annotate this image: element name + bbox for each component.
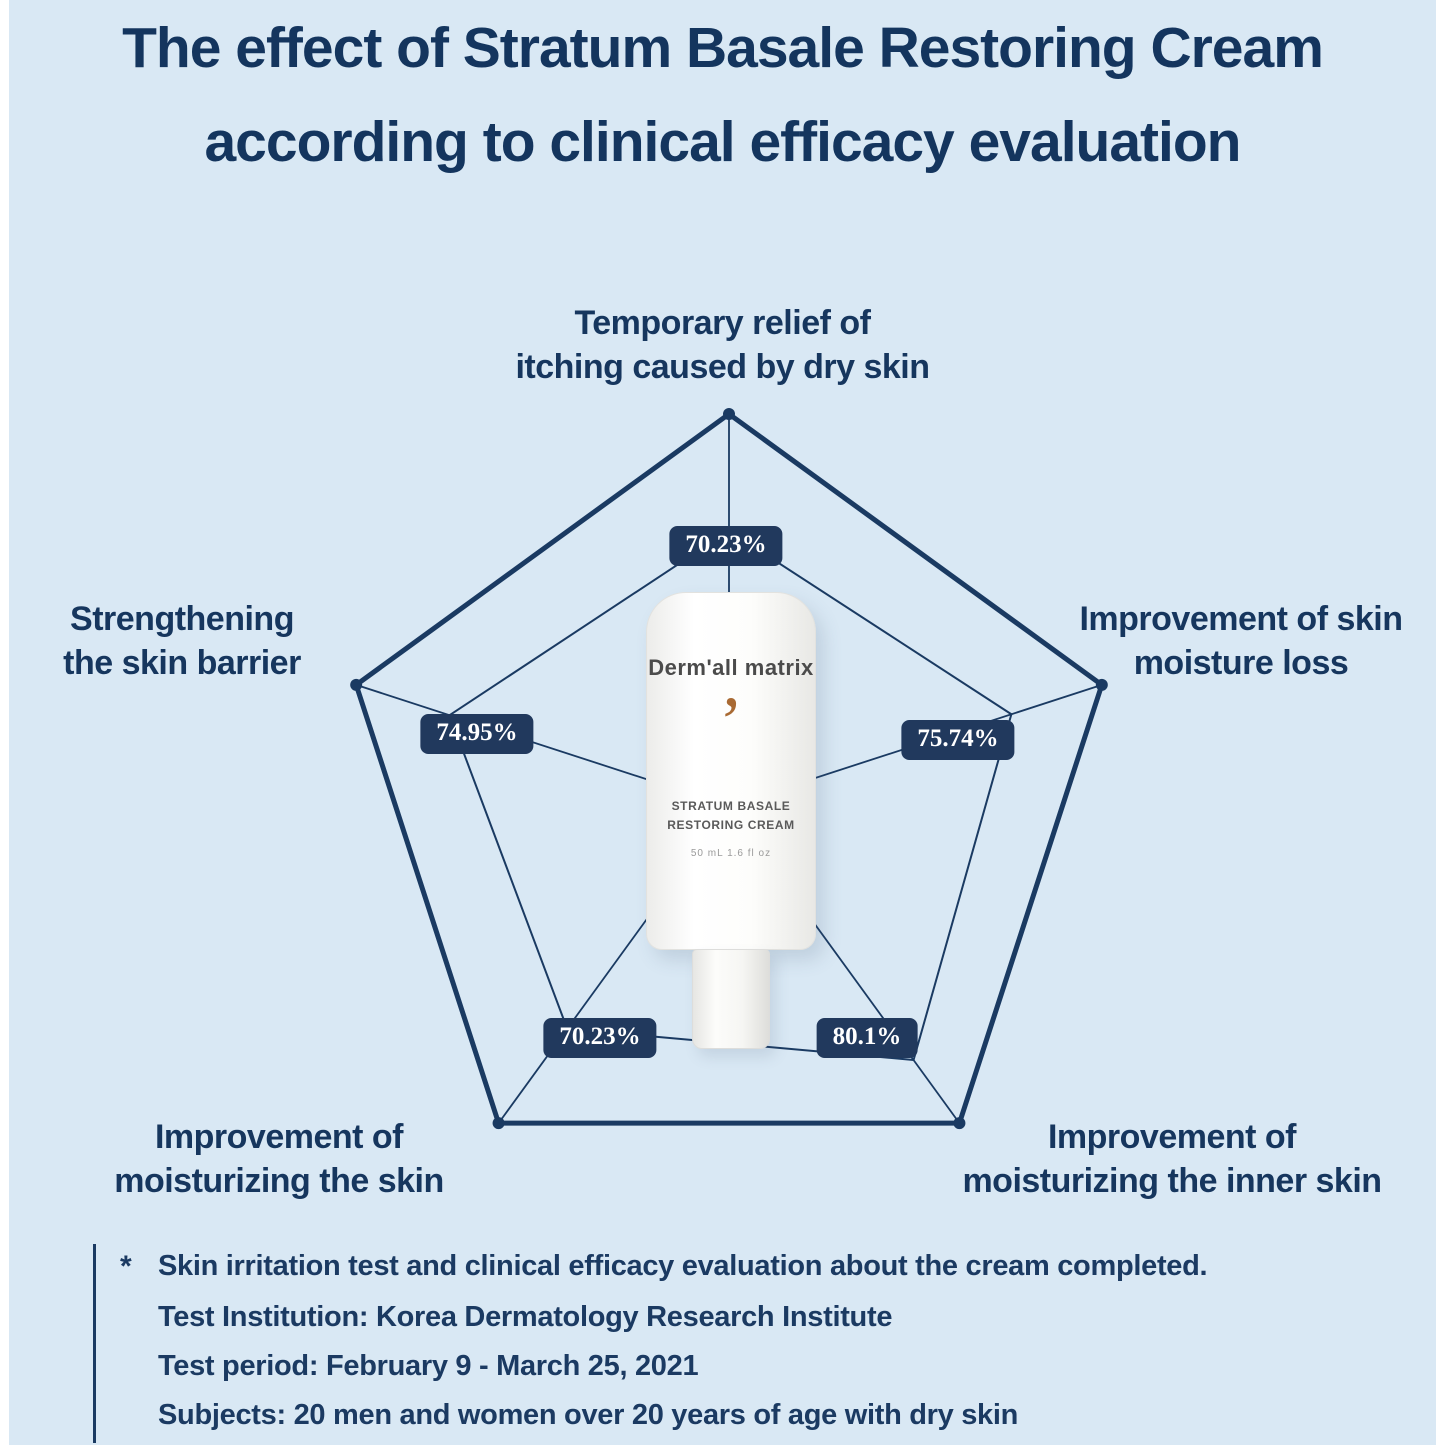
radar-vertex-dot [350, 678, 363, 691]
footnote-text: Skin irritation test and clinical effica… [158, 1250, 1208, 1282]
axis-label-itching-relief: Temporary relief of itching caused by dr… [9, 302, 1436, 389]
footnote-star: * [120, 1250, 132, 1283]
infographic-page: The effect of Stratum Basale Restoring C… [9, 0, 1436, 1445]
value-badge-skin-moisturizing: 70.23% [543, 1018, 657, 1058]
axis-label-line: Temporary relief of [574, 304, 871, 342]
axis-label-line: the skin barrier [63, 643, 301, 682]
axis-label-moisture-loss: Improvement of skin moisture loss [1061, 598, 1421, 685]
title-line-1: The effect of Stratum Basale Restoring C… [122, 16, 1324, 80]
title-line-2: according to clinical efficacy evaluatio… [204, 110, 1241, 175]
footnote: * Skin irritation test and clinical effi… [93, 1244, 1415, 1444]
product-tube-cap [692, 949, 770, 1049]
axis-label-inner-skin-moisturizing: Improvement of moisturizing the inner sk… [957, 1116, 1387, 1203]
value-badge-skin-barrier: 74.95% [420, 714, 534, 754]
axis-label-line: itching caused by dry skin [515, 347, 930, 386]
product-name-line: STRATUM BASALE [671, 799, 791, 813]
axis-label-line: Improvement of [1047, 1118, 1297, 1156]
footnote-line: Test Institution: Korea Dermatology Rese… [158, 1300, 893, 1333]
axis-label-line: moisturizing the inner skin [962, 1161, 1382, 1200]
product-tube-body: Derm'all matrix ’ STRATUM BASALE RESTORI… [646, 592, 816, 950]
axis-label-skin-moisturizing: Improvement of moisturizing the skin [104, 1116, 454, 1203]
value-badge-moisture-loss: 75.74% [901, 720, 1015, 760]
product-image: Derm'all matrix ’ STRATUM BASALE RESTORI… [646, 592, 816, 1049]
axis-label-line: Improvement of skin [1079, 600, 1403, 638]
axis-label-skin-barrier: Strengthening the skin barrier [27, 598, 337, 685]
radar-vertex-dot [492, 1117, 505, 1130]
axis-label-line: Improvement of [154, 1118, 404, 1156]
value-badge-inner-skin-moisturizing: 80.1% [816, 1018, 918, 1058]
footnote-line: * Skin irritation test and clinical effi… [120, 1248, 1415, 1286]
product-logo-mark: ’ [719, 682, 743, 762]
page-title: The effect of Stratum Basale Restoring C… [9, 14, 1436, 177]
value-badge-itching-relief: 70.23% [669, 526, 783, 566]
product-name-line: RESTORING CREAM [667, 817, 795, 832]
footnote-line: Subjects: 20 men and women over 20 years… [158, 1399, 1019, 1431]
axis-label-line: Strengthening [70, 600, 294, 638]
footnote-line: Test period: February 9 - March 25, 2021 [158, 1349, 699, 1382]
product-brand: Derm'all matrix [648, 655, 814, 680]
axis-label-line: moisturizing the skin [114, 1161, 444, 1200]
radar-vertex-dot [723, 408, 735, 420]
axis-label-line: moisture loss [1133, 643, 1349, 682]
product-volume: 50 mL 1.6 fl oz [690, 848, 772, 860]
product-name: STRATUM BASALE RESTORING CREAM [667, 797, 794, 834]
